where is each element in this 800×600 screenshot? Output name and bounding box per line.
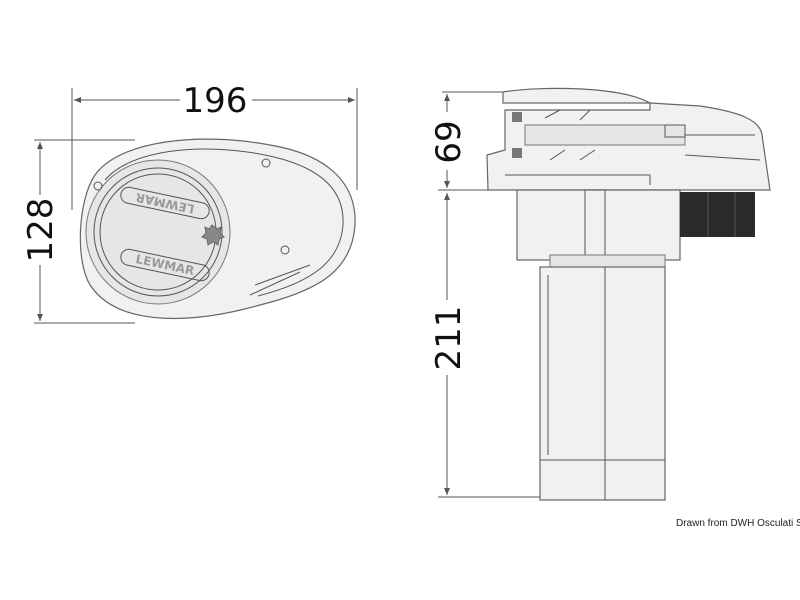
motor-connector xyxy=(680,192,755,237)
height-label-top-view: 128 xyxy=(21,198,61,263)
credit-text: Drawn from DWH Osculati Srl xyxy=(676,518,800,529)
height-label-upper: 69 xyxy=(429,120,469,163)
height-label-lower: 211 xyxy=(429,306,469,371)
width-label: 196 xyxy=(183,81,248,121)
height-dimensions-side-view: 69 211 xyxy=(429,91,545,498)
windlass-side-view xyxy=(486,87,771,501)
height-dimension-top-view: 128 xyxy=(21,139,135,324)
windlass-top-view: LEWMAR LEWMAR xyxy=(79,138,356,320)
width-dimension: 196 xyxy=(71,81,358,210)
